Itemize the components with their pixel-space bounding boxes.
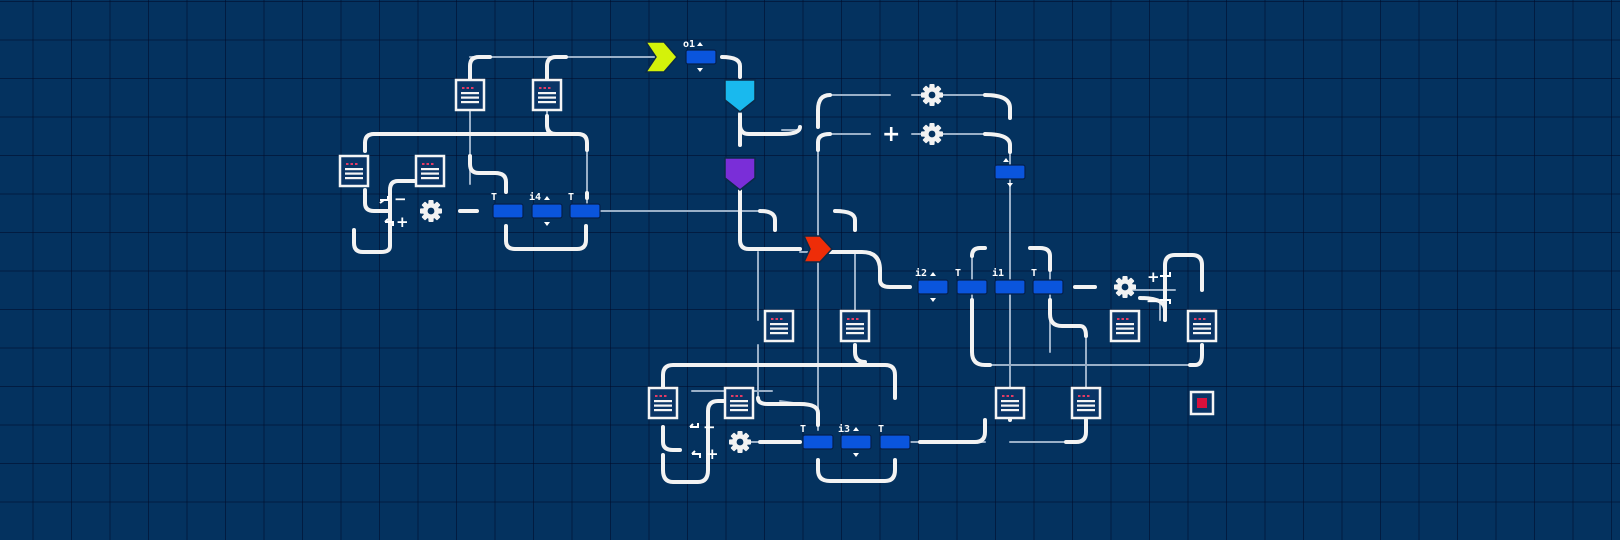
- minus-sign: −: [703, 418, 716, 436]
- label-i3: i3: [838, 423, 850, 435]
- label-i1: i1: [992, 267, 1004, 279]
- plus-sign: +: [396, 213, 409, 231]
- label-o1: o1: [683, 39, 695, 50]
- chevron-arrow-icon[interactable]: [724, 79, 756, 113]
- label-i2: i2: [915, 267, 927, 279]
- label-t: T: [1031, 268, 1037, 279]
- gear-icon[interactable]: [921, 123, 943, 145]
- memory-block-icon[interactable]: [994, 386, 1026, 420]
- direction-ticks: [544, 42, 1013, 457]
- label-t: T: [568, 192, 574, 203]
- sensor-o1[interactable]: [685, 49, 717, 65]
- memory-block-icon[interactable]: [1070, 386, 1102, 420]
- memory-block-icon[interactable]: [531, 78, 563, 112]
- sensor-t[interactable]: [1032, 279, 1064, 295]
- gear-icon[interactable]: [1114, 276, 1136, 298]
- stop-marker[interactable]: [1189, 390, 1215, 416]
- sensor-i3[interactable]: [840, 434, 872, 450]
- memory-block-icon[interactable]: [647, 386, 679, 420]
- plus-sign: +: [706, 445, 719, 463]
- sensor-t[interactable]: [802, 434, 834, 450]
- label-t: T: [491, 192, 497, 203]
- sensor-t[interactable]: [492, 203, 524, 219]
- sensor-labels: o1 T i4 T i2 T i1 T T i3 T: [491, 39, 1037, 435]
- plus-sign: +: [1147, 268, 1160, 286]
- gear-icon[interactable]: [921, 84, 943, 106]
- gears: [420, 84, 1136, 453]
- flow-arrows: [644, 41, 834, 263]
- label-i4: i4: [529, 191, 541, 203]
- memory-block-icon[interactable]: [1109, 309, 1141, 343]
- sensor-t[interactable]: [956, 279, 988, 295]
- memory-block-icon[interactable]: [414, 154, 446, 188]
- sensor-i4[interactable]: [531, 203, 563, 219]
- memory-block-icon[interactable]: [723, 386, 755, 420]
- memory-block-icon[interactable]: [1186, 309, 1218, 343]
- stop-square-fill: [1197, 398, 1207, 408]
- memory-block-icon[interactable]: [454, 78, 486, 112]
- minus-sign: −: [394, 190, 407, 208]
- label-t: T: [800, 424, 806, 435]
- label-t: T: [955, 268, 961, 279]
- gear-icon[interactable]: [729, 431, 751, 453]
- memory-block-icon[interactable]: [338, 154, 370, 188]
- chevron-arrow-icon[interactable]: [724, 157, 756, 191]
- operator-signs: − + + + − − +: [379, 122, 1171, 463]
- gear-icon[interactable]: [420, 200, 442, 222]
- sensor-top-right[interactable]: [994, 164, 1026, 180]
- memory-block-icon[interactable]: [763, 309, 795, 343]
- sensor-i2[interactable]: [917, 279, 949, 295]
- sensor-t[interactable]: [569, 203, 601, 219]
- sensor-t[interactable]: [879, 434, 911, 450]
- minus-sign: −: [1146, 292, 1159, 310]
- plus-sign: +: [882, 122, 900, 147]
- chevron-arrow-icon[interactable]: [802, 235, 834, 263]
- label-t: T: [878, 424, 884, 435]
- memory-block-icon[interactable]: [839, 309, 871, 343]
- main-tracks: [352, 55, 1204, 484]
- sensor-i1[interactable]: [994, 279, 1026, 295]
- chevron-arrow-icon[interactable]: [644, 41, 678, 73]
